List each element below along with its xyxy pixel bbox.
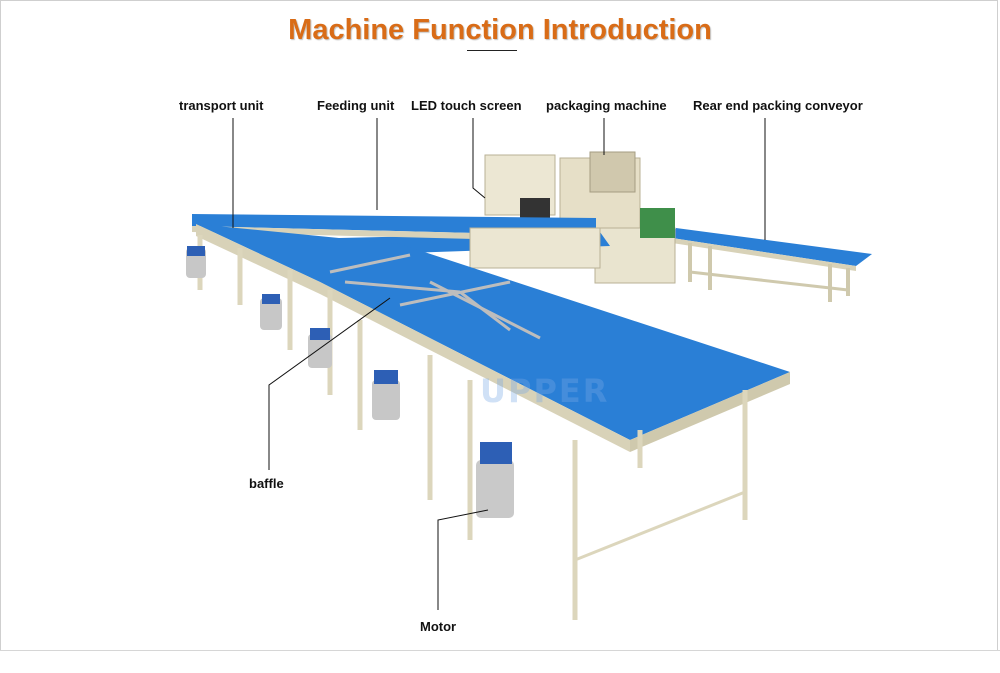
rear-conveyor-graphic <box>672 228 872 302</box>
label-rear-conveyor: Rear end packing conveyor <box>693 98 863 113</box>
label-transport-unit: transport unit <box>179 98 264 113</box>
label-motor: Motor <box>420 619 457 634</box>
label-led-touch-screen: LED touch screen <box>411 98 522 113</box>
title-underline <box>467 50 517 51</box>
main-conveyor-graphic <box>196 224 790 452</box>
label-baffle: baffle <box>249 476 284 491</box>
packaging-machine-graphic <box>484 151 676 284</box>
brand-watermark: UPPER <box>480 372 610 410</box>
leader-lines <box>232 118 766 610</box>
bottom-strip <box>0 650 1000 673</box>
label-packaging-machine: packaging machine <box>546 98 667 113</box>
page-title: Machine Function Introduction <box>288 14 712 46</box>
baffle-graphic <box>329 253 541 340</box>
label-feeding-unit: Feeding unit <box>317 98 395 113</box>
motor-graphics <box>186 246 514 518</box>
